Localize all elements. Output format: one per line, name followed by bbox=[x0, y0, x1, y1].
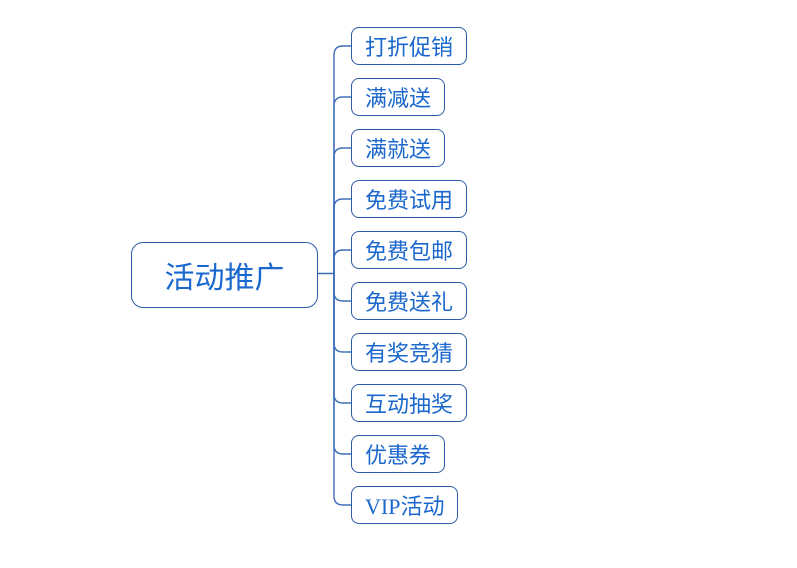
topic-node-buy-and-get[interactable]: 满就送 bbox=[351, 129, 446, 167]
topic-node-free-gift[interactable]: 免费送礼 bbox=[351, 282, 468, 320]
topic-label: 免费送礼 bbox=[365, 290, 454, 315]
topic-node-interactive-lottery[interactable]: 互动抽奖 bbox=[351, 384, 468, 422]
topic-node-free-shipping[interactable]: 免费包邮 bbox=[351, 231, 468, 269]
topic-label: 有奖竞猜 bbox=[365, 341, 454, 366]
branch-connector bbox=[333, 272, 352, 302]
branch-connector bbox=[333, 249, 352, 275]
topic-label: VIP活动 bbox=[365, 494, 445, 519]
topic-label: 满就送 bbox=[365, 137, 432, 162]
topic-node-vip-activity[interactable]: VIP活动 bbox=[351, 486, 459, 524]
branch-connector bbox=[333, 96, 352, 275]
branch-connector bbox=[333, 272, 352, 353]
branch-connector bbox=[333, 272, 352, 506]
root-topic-label: 活动推广 bbox=[164, 262, 285, 295]
topic-node-prize-quiz[interactable]: 有奖竞猜 bbox=[351, 333, 468, 371]
branch-connector bbox=[333, 147, 352, 275]
topic-node-free-trial[interactable]: 免费试用 bbox=[351, 180, 468, 218]
branch-connector bbox=[333, 45, 352, 275]
topic-label: 满减送 bbox=[365, 86, 432, 111]
topic-label: 打折促销 bbox=[365, 35, 454, 60]
root-topic-node[interactable]: 活动推广 bbox=[131, 242, 318, 308]
branch-connector bbox=[333, 198, 352, 275]
topic-label: 免费试用 bbox=[365, 188, 454, 213]
topic-node-discount-promotion[interactable]: 打折促销 bbox=[351, 27, 468, 65]
topic-node-coupon[interactable]: 优惠券 bbox=[351, 435, 446, 473]
topic-label: 免费包邮 bbox=[365, 239, 454, 264]
branch-connector bbox=[333, 272, 352, 404]
topic-label: 优惠券 bbox=[365, 443, 432, 468]
topic-node-spend-reduce-gift[interactable]: 满减送 bbox=[351, 78, 446, 116]
topic-label: 互动抽奖 bbox=[365, 392, 454, 417]
